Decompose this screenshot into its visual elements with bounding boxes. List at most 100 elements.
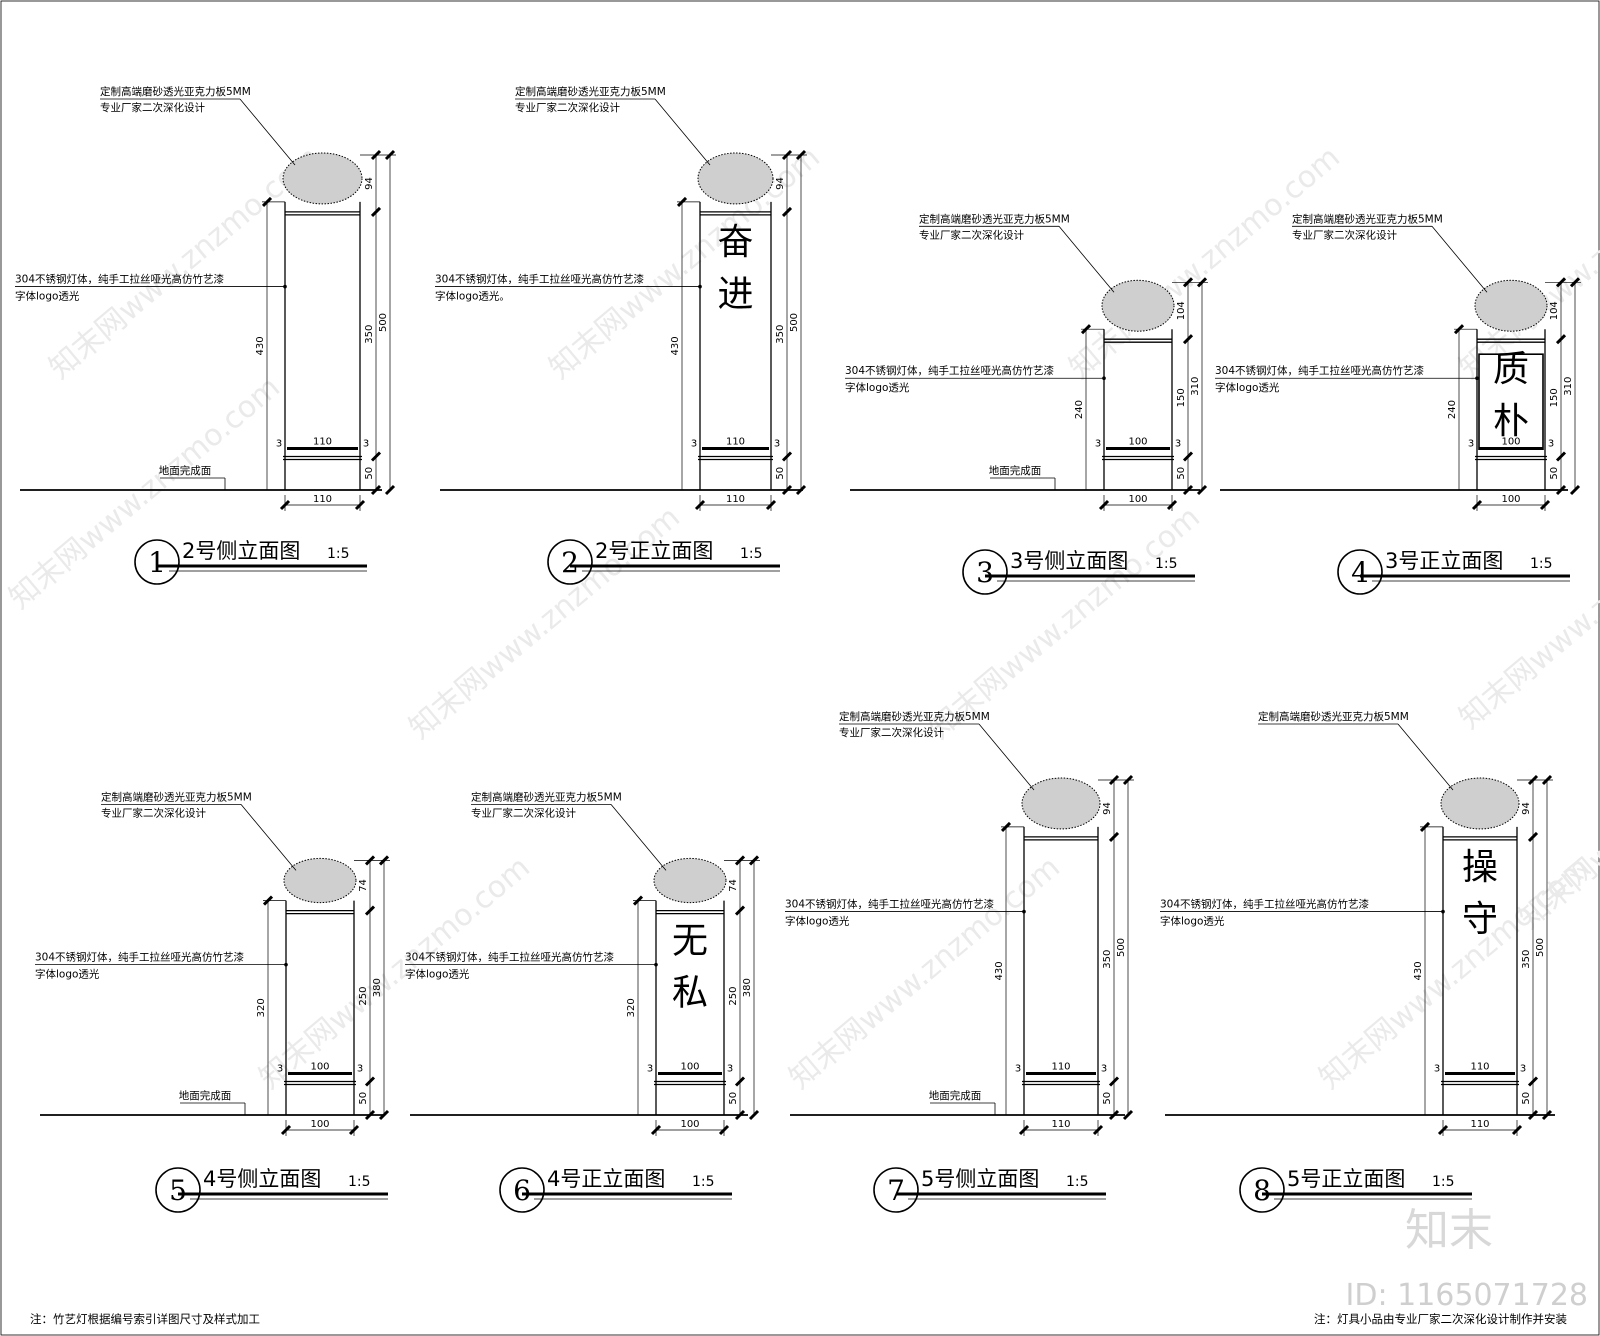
- right-total-tick: [1569, 277, 1581, 288]
- top-note-line: 专业厂家二次深化设计: [515, 101, 620, 114]
- top-note-line: 专业厂家二次深化设计: [1292, 228, 1397, 241]
- top-note-line: 专业厂家二次深化设计: [471, 806, 576, 819]
- drawing-number: 8: [1253, 1174, 1271, 1207]
- top-note-line: 专业厂家二次深化设计: [839, 726, 944, 739]
- right-dim-base-label: 50: [1549, 467, 1560, 480]
- logo-character: 朴: [1493, 401, 1529, 442]
- right-dim-base-label: 50: [1102, 1092, 1113, 1105]
- gap-label-right: 3: [357, 1064, 363, 1075]
- right-chain-tick: [1108, 831, 1120, 842]
- watermark-text: 知末网www.znzmo.com: [1453, 490, 1600, 736]
- top-note-leader: [1397, 723, 1454, 791]
- top-note-leader: [654, 98, 711, 166]
- bottom-dim-tick: [348, 1124, 360, 1136]
- right-chain-tick: [1182, 451, 1194, 462]
- right-chain-tick: [1527, 1109, 1539, 1121]
- acrylic-top-ellipse: [282, 152, 363, 205]
- right-chain-tick: [734, 905, 746, 916]
- gap-label-left: 3: [1095, 439, 1101, 450]
- drawing-scale: 1:5: [327, 546, 350, 562]
- body-note-line: 304不锈钢灯体，纯手工拉丝哑光高仿竹艺漆: [405, 951, 615, 964]
- right-chain-tick: [781, 149, 793, 161]
- right-chain-tick: [370, 206, 382, 217]
- bottom-dim-tick: [1092, 1124, 1104, 1136]
- body-note-line: 字体logo透光: [1160, 915, 1225, 928]
- drawing-number-circle: [962, 549, 1008, 595]
- bottom-dim-tick: [1437, 1124, 1449, 1136]
- right-total-tick: [1196, 484, 1208, 496]
- drawing-number: 3: [976, 556, 994, 589]
- acrylic-top-ellipse: [653, 857, 727, 904]
- drawing-number-circle: [1239, 1167, 1285, 1213]
- ground-label: 地面完成面: [159, 464, 212, 477]
- right-total-tick: [378, 1109, 390, 1121]
- left-dim-tick: [1080, 324, 1092, 335]
- drawing-number-circle: [1337, 549, 1383, 595]
- left-dim-tick: [261, 196, 273, 207]
- right-total-tick: [1541, 774, 1553, 786]
- gap-label-left: 3: [277, 1064, 283, 1075]
- body-note-line: 字体logo透光。: [435, 290, 510, 303]
- top-note-line: 定制高端磨砂透光亚克力板5MM: [515, 85, 666, 98]
- body-note-line: 304不锈钢灯体，纯手工拉丝哑光高仿竹艺漆: [785, 898, 995, 911]
- left-dim-tick: [676, 196, 688, 207]
- bottom-dim-tick: [694, 499, 706, 511]
- brand-logo: 知末: [1405, 1205, 1493, 1256]
- logo-character: 质: [1493, 349, 1529, 390]
- bottom-width-label: 110: [1051, 1119, 1070, 1130]
- acrylic-top-ellipse: [1440, 777, 1520, 830]
- right-chain-tick: [781, 451, 793, 462]
- top-note-line: 定制高端磨砂透光亚克力板5MM: [101, 790, 252, 803]
- right-dim-mid-label: 250: [728, 987, 739, 1006]
- inner-width-label: 110: [1470, 1062, 1489, 1073]
- drawing-scale: 1:5: [1530, 556, 1553, 572]
- left-height-label: 320: [256, 998, 267, 1017]
- right-dim-top-label: 74: [358, 879, 369, 892]
- gap-label-left: 3: [1468, 439, 1474, 450]
- right-dim-total-label: 500: [1116, 938, 1127, 957]
- right-dim-total-label: 310: [1563, 377, 1574, 396]
- right-total-tick: [1196, 277, 1208, 288]
- gap-label-right: 3: [727, 1064, 733, 1075]
- right-dim-total-label: 500: [378, 313, 389, 332]
- bottom-width-label: 100: [1501, 494, 1520, 505]
- ground-label: 地面完成面: [179, 1089, 232, 1102]
- left-height-label: 240: [1074, 400, 1085, 419]
- gap-label-right: 3: [774, 439, 780, 450]
- right-chain-tick: [1182, 484, 1194, 496]
- leader-dot: [1475, 376, 1479, 381]
- right-total-tick: [748, 1109, 760, 1121]
- bottom-width-label: 100: [680, 1119, 699, 1130]
- leader-dot: [698, 284, 702, 289]
- body-note-line: 字体logo透光: [1215, 381, 1280, 394]
- body-note-line: 304不锈钢灯体，纯手工拉丝哑光高仿竹艺漆: [1215, 364, 1425, 377]
- left-dim-tick: [262, 895, 274, 906]
- drawing-number: 5: [169, 1174, 187, 1207]
- top-note-leader: [610, 804, 667, 871]
- drawing-scale: 1:5: [348, 1174, 371, 1190]
- leader-dot: [1022, 909, 1026, 914]
- right-dim-total-label: 380: [372, 978, 383, 997]
- right-total-tick: [1122, 1109, 1134, 1121]
- top-note-line: 定制高端磨砂透光亚克力板5MM: [919, 212, 1070, 225]
- right-chain-tick: [364, 855, 376, 866]
- body-note-line: 字体logo透光: [405, 968, 470, 981]
- drawing-number: 6: [513, 1174, 531, 1207]
- right-chain-tick: [1555, 451, 1567, 462]
- leader-dot: [1102, 376, 1106, 381]
- inner-width-label: 100: [1501, 437, 1520, 448]
- top-note-line: 专业厂家二次深化设计: [919, 228, 1024, 241]
- inner-width-label: 110: [313, 437, 332, 448]
- watermark-text: 知末网www.znzmo.com: [1063, 140, 1347, 386]
- drawing-number: 2: [561, 546, 579, 579]
- left-height-label: 430: [994, 961, 1005, 980]
- right-dim-total-label: 380: [742, 978, 753, 997]
- leader-dot: [654, 962, 658, 967]
- right-chain-tick: [1527, 831, 1539, 842]
- right-total-tick: [1122, 774, 1134, 786]
- top-note-line: 定制高端磨砂透光亚克力板5MM: [1292, 212, 1443, 225]
- drawing-number-circle: [547, 539, 593, 585]
- acrylic-top-ellipse: [283, 857, 357, 904]
